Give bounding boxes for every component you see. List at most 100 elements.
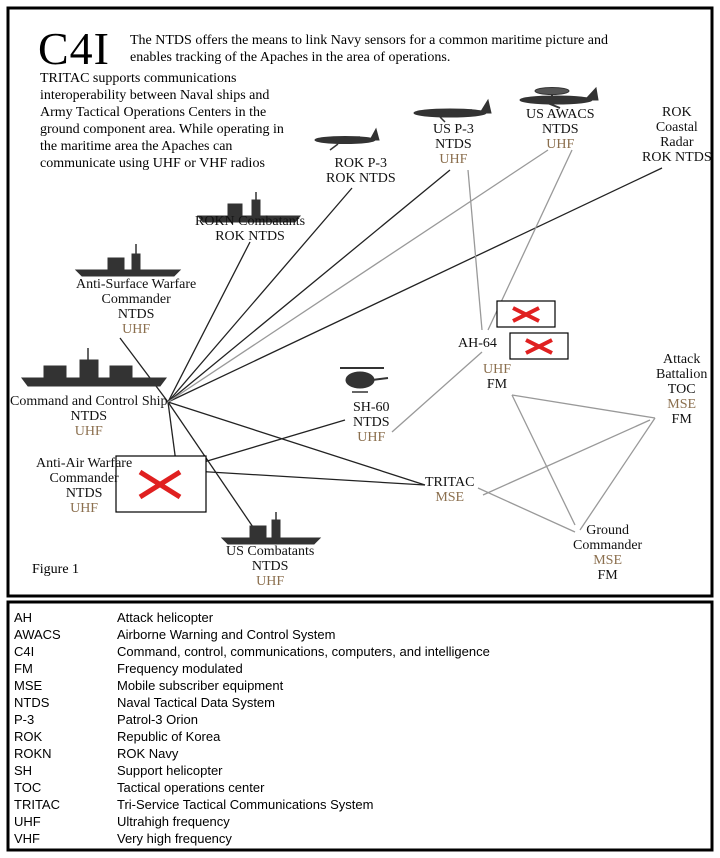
node-aaw-commander: Anti-Air Warfare Commander NTDS UHF bbox=[36, 456, 132, 516]
node-name-2: Commander bbox=[573, 538, 643, 553]
ah64-disabled-marker-2 bbox=[509, 332, 569, 360]
node-radio: UHF bbox=[483, 362, 512, 377]
node-link: MSE bbox=[593, 553, 622, 568]
node-tritac: TRITAC MSE bbox=[425, 475, 474, 505]
link-ccs-tritac bbox=[167, 401, 426, 486]
node-name-2: Commander bbox=[49, 471, 119, 486]
link-tritac-attack bbox=[482, 419, 651, 496]
glossary-abbreviation: ROK bbox=[14, 729, 43, 744]
node-link: NTDS bbox=[435, 137, 472, 152]
glossary-definition: Ultrahigh frequency bbox=[117, 814, 230, 829]
rokn-ship-icon bbox=[196, 192, 302, 223]
awacs-aircraft-icon bbox=[519, 86, 599, 109]
link-ccs-awacs bbox=[167, 149, 549, 403]
glossary-definition: Naval Tactical Data System bbox=[117, 695, 275, 710]
asw-ship-icon bbox=[74, 244, 182, 277]
page-title: C4I bbox=[38, 23, 110, 74]
link-ccs-asw bbox=[119, 337, 169, 403]
node-name: US AWACS bbox=[526, 107, 595, 122]
us-combatant-ship-icon bbox=[220, 512, 322, 545]
p3-aircraft-icon bbox=[413, 98, 492, 123]
command-ship-icon bbox=[21, 348, 167, 387]
node-ground-commander: Ground Commander MSE FM bbox=[573, 523, 642, 583]
glossary-abbreviation: NTDS bbox=[14, 695, 50, 710]
link-ccs-rokradar bbox=[167, 167, 663, 403]
node-name: Anti-Surface Warfare bbox=[76, 277, 197, 292]
node-link: NTDS bbox=[353, 415, 390, 430]
link-fm-ground bbox=[511, 394, 576, 526]
node-link: ROK NTDS bbox=[642, 150, 712, 165]
glossary-border bbox=[6, 600, 714, 852]
node-name-3: Radar bbox=[660, 135, 694, 150]
ntds-links bbox=[119, 167, 663, 531]
ah64-disabled-marker-1 bbox=[496, 300, 556, 328]
node-rok-radar: ROK Coastal Radar ROK NTDS bbox=[642, 105, 712, 165]
node-asw-commander: Anti-Surface Warfare Commander NTDS UHF bbox=[76, 277, 196, 337]
glossary-abbreviation: AH bbox=[14, 610, 33, 625]
glossary-definition: Patrol-3 Orion bbox=[117, 712, 198, 727]
glossary-definition: Airborne Warning and Control System bbox=[117, 627, 336, 642]
node-name-2: Coastal bbox=[655, 120, 698, 135]
glossary-definition: Frequency modulated bbox=[117, 661, 243, 676]
link-fm-attack bbox=[511, 394, 656, 419]
node-link: NTDS bbox=[541, 122, 579, 137]
node-name: Attack bbox=[663, 352, 701, 367]
node-link: MSE bbox=[435, 490, 465, 505]
node-name: US Combatants bbox=[226, 544, 315, 559]
node-radio: UHF bbox=[546, 137, 575, 152]
link-ccs-usp3 bbox=[167, 169, 451, 403]
node-link: NTDS bbox=[251, 559, 289, 574]
node-sh60: SH-60 NTDS UHF bbox=[353, 400, 390, 445]
link-awacs-ah64 bbox=[487, 149, 573, 331]
node-radio: FM bbox=[671, 412, 692, 427]
glossary-row: NTDS Naval Tactical Data System bbox=[14, 694, 704, 711]
node-name-2: Commander bbox=[101, 292, 171, 307]
node-radio-2: FM bbox=[486, 377, 508, 392]
node-rok-p3: ROK P-3 ROK NTDS bbox=[326, 156, 396, 186]
node-attack-battalion: Attack Battalion TOC MSE FM bbox=[656, 352, 707, 427]
glossary-definition: Tactical operations center bbox=[117, 780, 265, 795]
aaw-disabled-marker bbox=[115, 455, 207, 513]
glossary-abbreviation: C4I bbox=[14, 644, 35, 659]
glossary-definition: Tri-Service Tactical Communications Syst… bbox=[117, 797, 374, 812]
diagram-border bbox=[6, 6, 714, 598]
link-ccs-rokn bbox=[167, 241, 251, 403]
glossary-definition: ROK Navy bbox=[117, 746, 179, 761]
node-radio: UHF bbox=[70, 501, 99, 516]
node-rokn-combatants: ROKN Combatants ROK NTDS bbox=[195, 214, 305, 244]
glossary-abbreviation: AWACS bbox=[14, 627, 61, 642]
glossary-definition: Very high frequency bbox=[117, 831, 232, 846]
node-name: ROK P-3 bbox=[334, 156, 388, 171]
tritac-description: TRITAC supports communications interoper… bbox=[40, 71, 284, 171]
glossary-row: AWACS Airborne Warning and Control System bbox=[14, 626, 704, 643]
glossary-definition: Mobile subscriber equipment bbox=[117, 678, 284, 693]
glossary-abbreviation: ROKN bbox=[14, 746, 52, 761]
node-name: Command and Control Ship bbox=[10, 394, 168, 409]
link-sh60-ah64 bbox=[391, 351, 483, 433]
node-link: ROK NTDS bbox=[215, 229, 285, 244]
node-ah64-radios: UHF FM bbox=[483, 362, 511, 392]
node-name: US P-3 bbox=[433, 122, 474, 137]
glossary-abbreviation: SH bbox=[14, 763, 33, 778]
link-usp3-ah64 bbox=[467, 169, 483, 331]
glossary-definition: Command, control, communications, comput… bbox=[117, 644, 490, 659]
node-us-combatants: US Combatants NTDS UHF bbox=[226, 544, 314, 589]
node-radio: UHF bbox=[439, 152, 468, 167]
node-name: Ground bbox=[586, 523, 629, 538]
figure-caption: Figure 1 bbox=[32, 562, 80, 577]
node-radio: UHF bbox=[122, 322, 151, 337]
glossary-abbreviation: VHF bbox=[14, 831, 40, 846]
node-link: NTDS bbox=[117, 307, 155, 322]
uhf-links bbox=[167, 149, 656, 533]
glossary-row: VHF Very high frequency bbox=[14, 830, 704, 847]
